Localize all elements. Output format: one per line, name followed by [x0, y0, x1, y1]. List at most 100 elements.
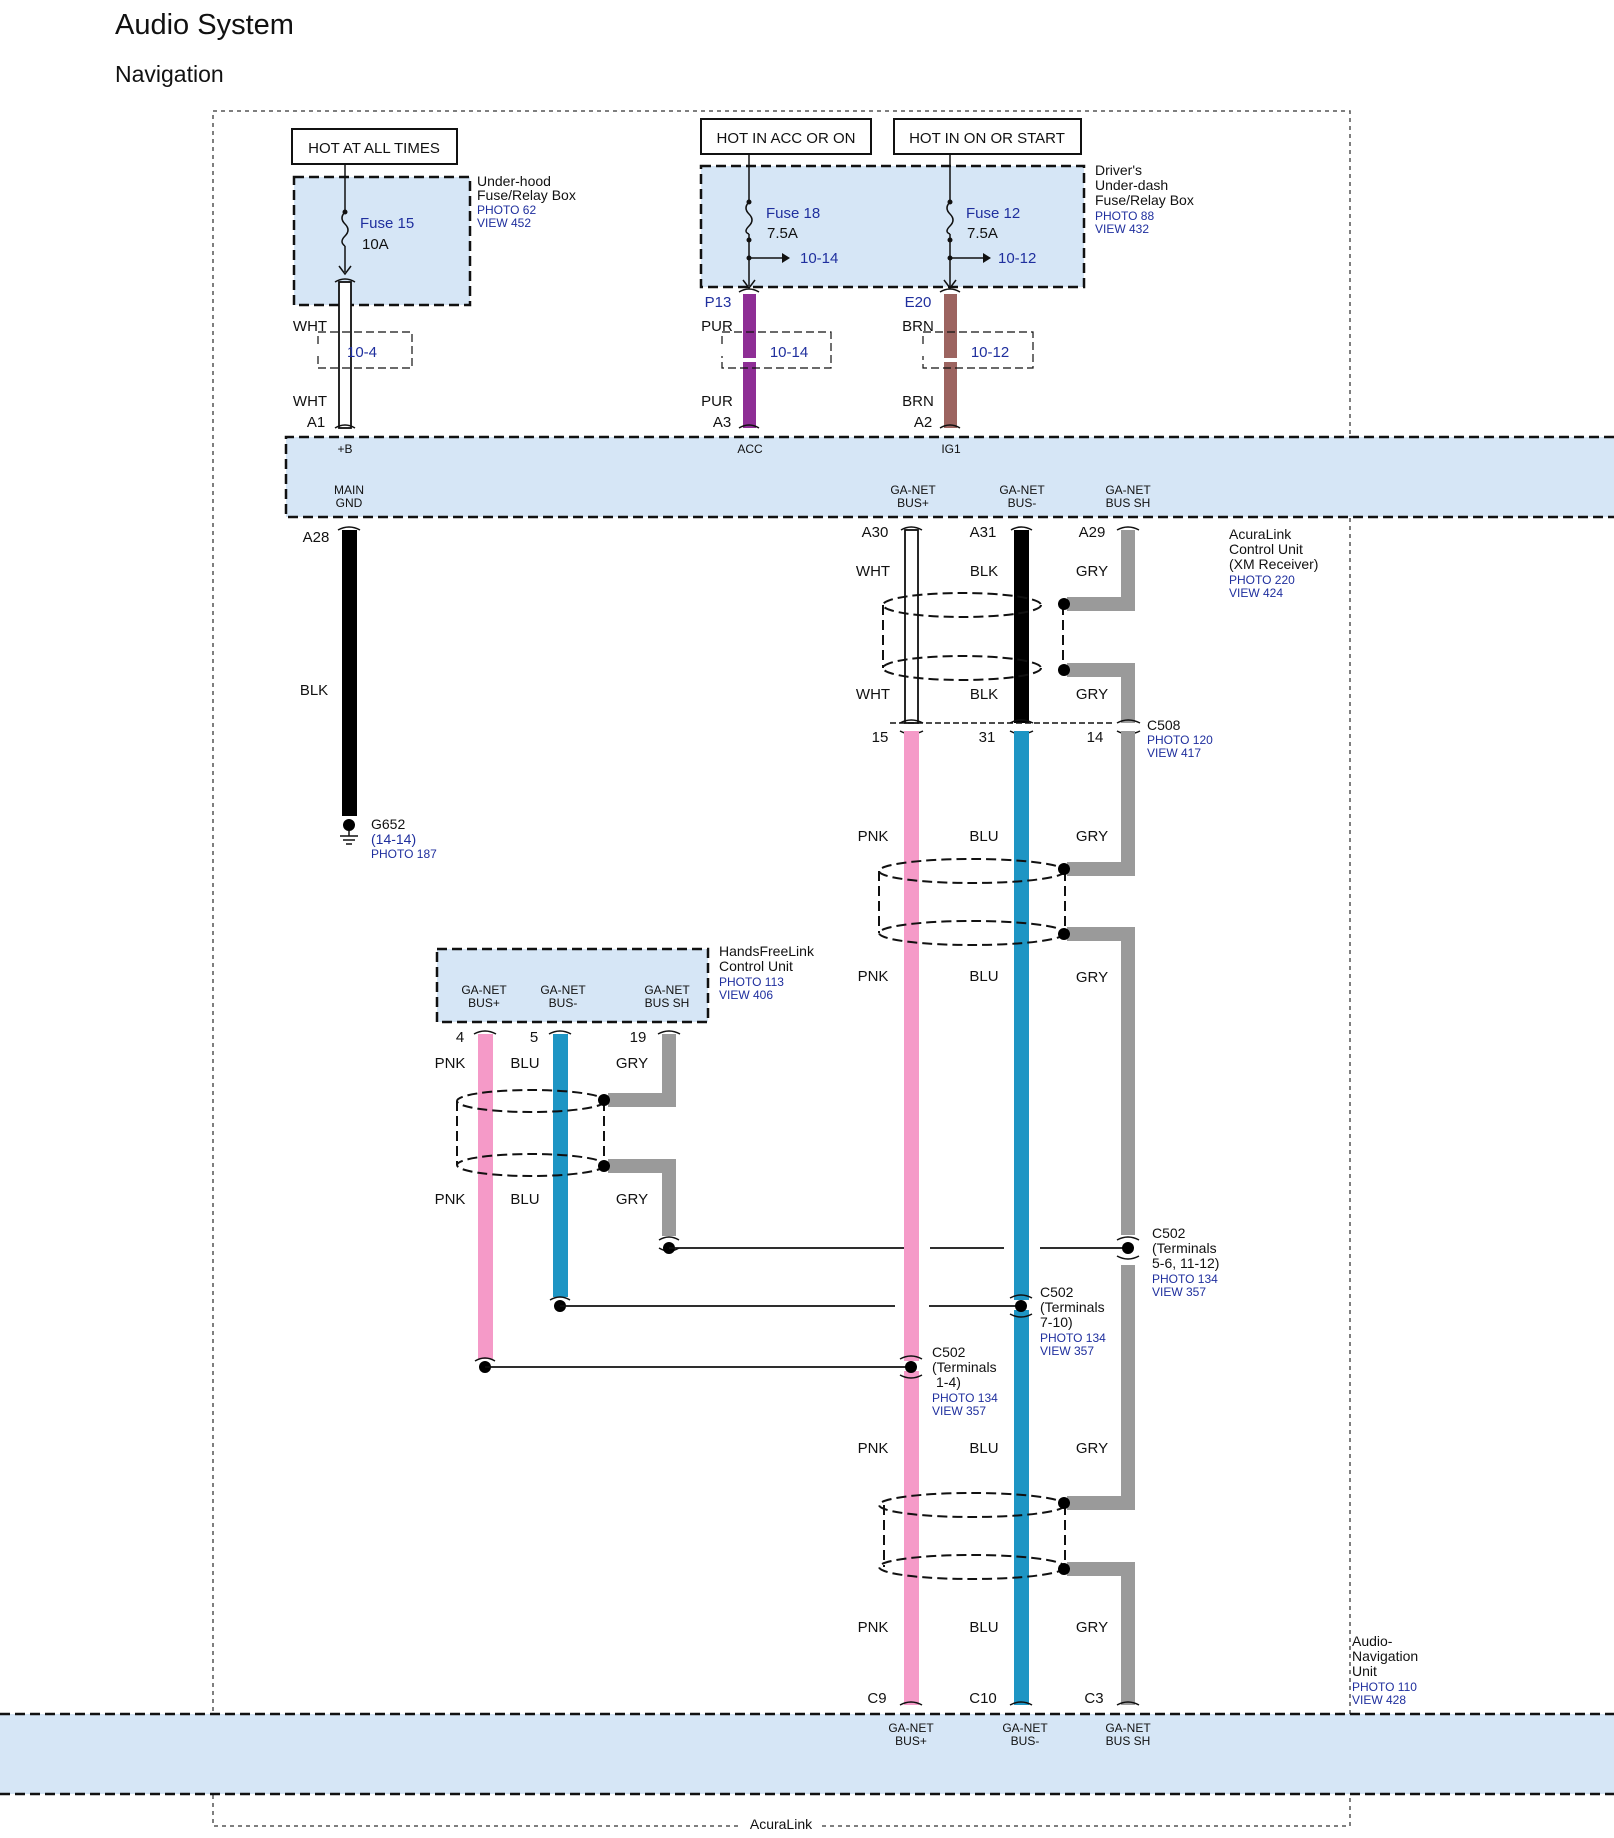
c508-pin-14: 14 — [1087, 729, 1104, 746]
c502-plus-photo: PHOTO 134 — [932, 1391, 998, 1405]
svg-text:HOT AT ALL TIMES: HOT AT ALL TIMES — [308, 140, 440, 157]
nav-pin-c3: C3 — [1084, 1690, 1103, 1707]
svg-text:GA-NET: GA-NET — [1002, 1721, 1048, 1735]
acuralink-unit-photo: PHOTO 220 — [1229, 573, 1295, 587]
c502-sh-photo: PHOTO 134 — [1152, 1272, 1218, 1286]
svg-text:PNK: PNK — [435, 1055, 466, 1072]
svg-text:GRY: GRY — [1076, 828, 1108, 845]
connector-ref-10-12: 10-12 — [922, 331, 1034, 369]
hfl-pin-4: 4 — [456, 1029, 464, 1046]
fuse-18-ref: 10-14 — [800, 250, 838, 267]
svg-text:WHT: WHT — [856, 563, 890, 580]
svg-text:BUS+: BUS+ — [468, 996, 500, 1010]
svg-text:HOT IN ACC OR ON: HOT IN ACC OR ON — [717, 130, 856, 147]
wire-gry-shield-2c — [1067, 1265, 1135, 1510]
underhood-fuse-box: Fuse 15 10A — [292, 175, 472, 307]
svg-text:BLU: BLU — [969, 968, 998, 985]
svg-text:GRY: GRY — [616, 1191, 648, 1208]
svg-text:PNK: PNK — [858, 1440, 889, 1457]
hfl-wire-pnk — [478, 1034, 493, 1359]
fuse-12-label: Fuse 12 — [966, 205, 1020, 222]
wire-blu-ga-bus-minus — [1014, 731, 1029, 1705]
svg-text:MAIN: MAIN — [334, 483, 364, 497]
underhood-name-2: Fuse/Relay Box — [477, 187, 576, 203]
connector-ref-10-4: 10-4 — [317, 331, 413, 369]
svg-text:HOT IN ON OR START: HOT IN ON OR START — [909, 130, 1065, 147]
c508-pin-15: 15 — [872, 729, 889, 746]
wire-pnk-ga-bus-plus — [904, 731, 919, 1705]
svg-text:GA-NET: GA-NET — [644, 983, 690, 997]
svg-text:ACC: ACC — [737, 442, 763, 456]
c508-name: C508 — [1147, 717, 1181, 733]
svg-text:BUS+: BUS+ — [895, 1734, 927, 1748]
wire-blk-ground — [337, 526, 361, 816]
svg-text:WHT: WHT — [856, 686, 890, 703]
nav-photo: PHOTO 110 — [1352, 1680, 1417, 1694]
svg-text:10-4: 10-4 — [347, 344, 377, 361]
acuralink-unit-view: VIEW 424 — [1229, 586, 1283, 600]
svg-text:PNK: PNK — [858, 828, 889, 845]
nav-name-3: Unit — [1352, 1663, 1377, 1679]
svg-text:GA-NET: GA-NET — [890, 483, 936, 497]
acuralink-unit-name-2: Control Unit — [1229, 541, 1303, 557]
audio-navigation-unit: GA-NET BUS+ GA-NET BUS- GA-NET BUS SH — [0, 1712, 1614, 1796]
nav-view: VIEW 428 — [1352, 1693, 1406, 1707]
svg-text:WHT: WHT — [293, 318, 327, 335]
c502-sh-l2: (Terminals — [1152, 1240, 1217, 1256]
svg-text:10-12: 10-12 — [971, 344, 1009, 361]
underhood-view: VIEW 452 — [477, 216, 531, 230]
fuse-18-rating: 7.5A — [767, 225, 798, 242]
underdash-fuse-box: Fuse 18 7.5A 10-14 Fuse 12 7.5A 10-12 — [699, 164, 1086, 290]
underdash-name-3: Fuse/Relay Box — [1095, 192, 1194, 208]
c502-plus-view: VIEW 357 — [932, 1404, 986, 1418]
svg-text:PNK: PNK — [858, 1619, 889, 1636]
fuse-18-label: Fuse 18 — [766, 205, 820, 222]
hfl-wire-blu — [553, 1034, 568, 1297]
svg-text:GA-NET: GA-NET — [888, 1721, 934, 1735]
shield-3 — [878, 1492, 1070, 1580]
svg-text:GA-NET: GA-NET — [1105, 483, 1151, 497]
svg-text:BLK: BLK — [300, 682, 328, 699]
c508-pin-31: 31 — [979, 729, 996, 746]
underdash-name-2: Under-dash — [1095, 177, 1168, 193]
svg-text:BUS-: BUS- — [1008, 496, 1037, 510]
svg-text:BUS-: BUS- — [1011, 1734, 1040, 1748]
connector-ref-10-14: 10-14 — [721, 331, 832, 369]
acuralink-unit-name-1: AcuraLink — [1229, 526, 1292, 542]
svg-text:BLU: BLU — [969, 1619, 998, 1636]
hot-at-all-times-label: HOT AT ALL TIMES — [291, 128, 458, 165]
svg-text:BUS SH: BUS SH — [645, 996, 690, 1010]
svg-text:10-14: 10-14 — [770, 344, 808, 361]
svg-text:P13: P13 — [705, 294, 732, 311]
ground-name: G652 — [371, 816, 405, 832]
wire-gry-shield-2b — [1067, 927, 1135, 1235]
svg-text:GRY: GRY — [1076, 686, 1108, 703]
svg-text:WHT: WHT — [293, 393, 327, 410]
c502-sh-name: C502 — [1152, 1225, 1186, 1241]
pin-a31: A31 — [970, 524, 997, 541]
wire-gry-shield-upper-1 — [1067, 530, 1135, 611]
underdash-name-1: Driver's — [1095, 162, 1142, 178]
c502-plus-name: C502 — [932, 1344, 966, 1360]
c502-minus-name: C502 — [1040, 1284, 1074, 1300]
c502-minus-photo: PHOTO 134 — [1040, 1331, 1106, 1345]
svg-text:BUS SH: BUS SH — [1106, 496, 1151, 510]
svg-text:BUS SH: BUS SH — [1106, 1734, 1151, 1748]
acuralink-system-boundary — [212, 110, 1351, 1827]
svg-text:GND: GND — [336, 496, 363, 510]
c502-plus-l3: 1-4) — [936, 1374, 961, 1390]
fuse-12-ref: 10-12 — [998, 250, 1036, 267]
nav-pin-c10: C10 — [969, 1690, 997, 1707]
hfl-name-2: Control Unit — [719, 958, 793, 974]
ground-photo: PHOTO 187 — [371, 847, 437, 861]
svg-text:BLU: BLU — [969, 828, 998, 845]
fuse-12-rating: 7.5A — [967, 225, 998, 242]
hfl-wire-gry-2 — [608, 1159, 676, 1236]
shield-1 — [882, 592, 1070, 681]
ground-ref: (14-14) — [371, 831, 416, 847]
svg-text:BUS+: BUS+ — [897, 496, 929, 510]
svg-text:+B: +B — [337, 442, 352, 456]
nav-pin-c9: C9 — [867, 1690, 886, 1707]
hot-in-acc-or-on-label: HOT IN ACC OR ON — [700, 118, 872, 155]
